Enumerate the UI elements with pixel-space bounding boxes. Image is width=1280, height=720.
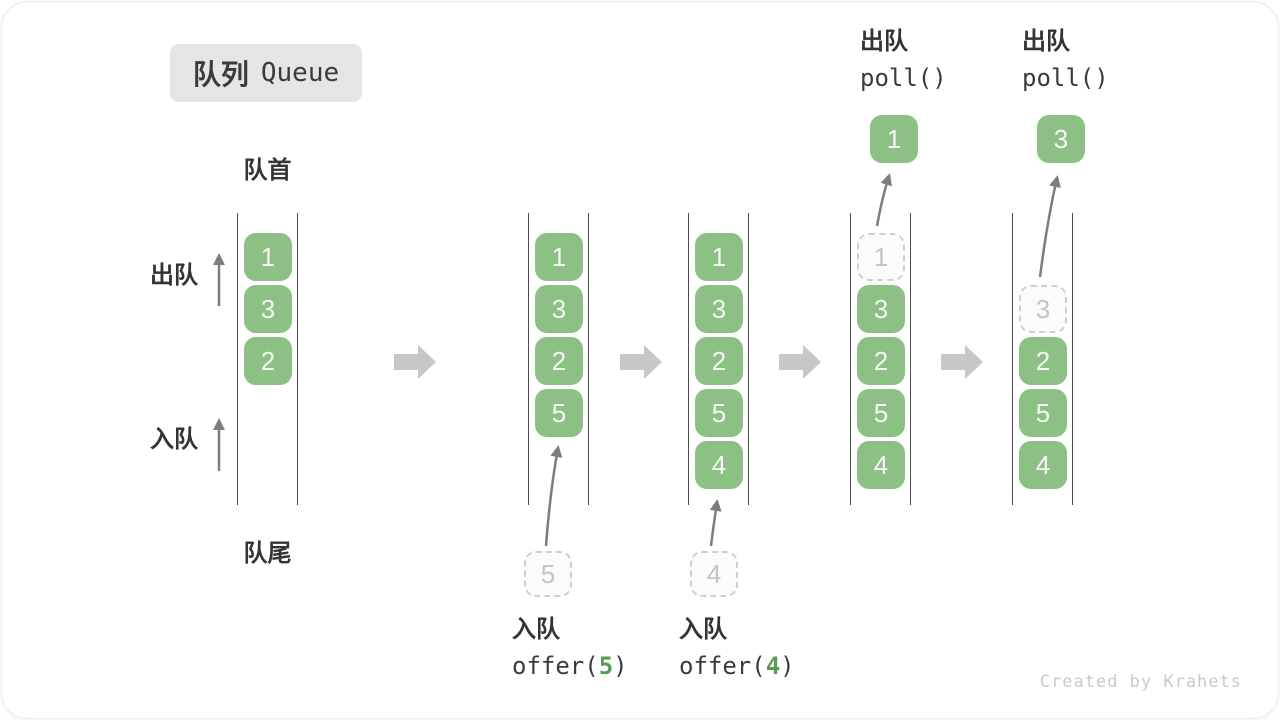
queue-front-label: 队首 [243,157,292,184]
title-zh: 队列 [192,59,249,90]
queue-item: 2 [857,337,905,385]
queue-item: 2 [244,337,292,385]
code-arg: 4 [765,652,781,680]
queue-item: 5 [1019,389,1067,437]
title-badge: 队列 Queue [170,44,362,102]
queue-item: 4 [1019,441,1067,489]
queue-item: 4 [695,441,743,489]
queue-item: 2 [1019,337,1067,385]
queue-item: 3 [695,285,743,333]
code-text: offer( [512,652,599,680]
offer-5-code: offer(5) [512,654,628,678]
enqueue-action-label: 入队 [512,616,560,643]
queue-item: 3 [535,285,583,333]
queue-item: 1 [244,233,292,281]
removed-item-ghost: 3 [1019,285,1067,333]
enqueue-action-label: 入队 [679,616,727,643]
queue-item: 5 [535,389,583,437]
queue-state-5: 3 2 5 4 [1012,213,1073,505]
queue-item: 1 [695,233,743,281]
removed-item-ghost: 1 [857,233,905,281]
incoming-item-ghost: 4 [690,551,738,597]
queue-item: 5 [695,389,743,437]
code-arg: 5 [598,652,614,680]
queue-state-2: 1 3 2 5 [528,213,589,505]
queue-item: 2 [535,337,583,385]
queue-state-4: 1 3 2 5 4 [850,213,911,505]
queue-item: 3 [857,285,905,333]
code-text: ) [613,652,628,680]
title-en: Queue [260,58,340,88]
poll-code: poll() [1022,64,1109,92]
dequeued-item: 3 [1037,115,1085,163]
poll-code: poll() [860,64,947,92]
dequeue-action-label: 出队 [1022,28,1070,55]
code-text: offer( [679,652,766,680]
queue-state-3: 1 3 2 5 4 [688,213,749,505]
enqueue-side-label: 入队 [150,426,198,453]
dequeued-item: 1 [870,115,918,163]
queue-item: 5 [857,389,905,437]
queue-item: 3 [244,285,292,333]
dequeue-side-label: 出队 [150,262,198,289]
incoming-item-ghost: 5 [524,551,572,597]
dequeue-action-label: 出队 [860,28,908,55]
watermark: Created by Krahets [1039,672,1242,692]
queue-item: 1 [535,233,583,281]
queue-rear-label: 队尾 [243,540,292,567]
code-text: ) [780,652,795,680]
offer-4-code: offer(4) [679,654,795,678]
queue-state-1: 1 3 2 [237,213,298,505]
queue-item: 2 [695,337,743,385]
queue-item: 4 [857,441,905,489]
